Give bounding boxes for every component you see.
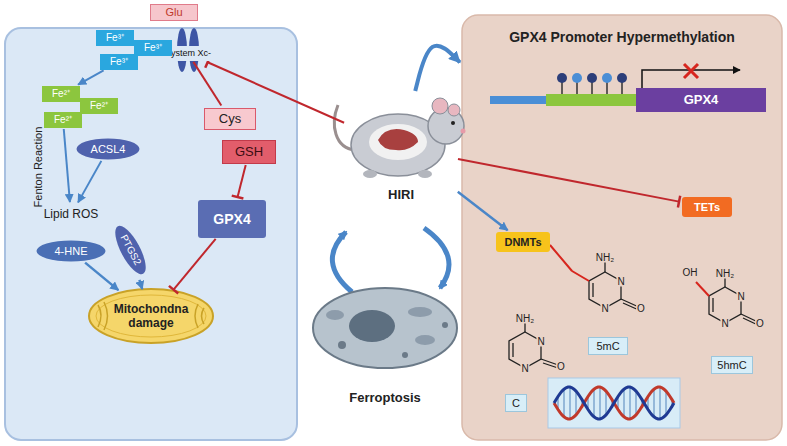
enzyme-box: DNMTs [496, 232, 550, 252]
base-box: 5hmC [711, 356, 753, 374]
panel-heading: GPX4 Promoter HypermethylationGPX4DNMTs T… [462, 15, 782, 440]
inhibition-line [458, 159, 679, 202]
node-text: GPX4 [213, 211, 250, 227]
base-box: C [505, 394, 527, 412]
cell-panel [5, 28, 297, 440]
node-text: Fe²⁺ [90, 100, 108, 112]
methylcytosine-structure [589, 257, 641, 311]
node-text: GPX4 [684, 93, 719, 108]
process-box: GSH [222, 140, 276, 164]
atom-label: O [636, 303, 646, 314]
atom-label: NH₂ [595, 252, 615, 263]
node-text: Cys [219, 112, 241, 127]
iron-box: Fe²⁺ [44, 112, 82, 128]
enzyme-ellipse: 4-HNE [36, 240, 106, 262]
mitochondrion-symbol [89, 289, 213, 343]
node-text: GSH [235, 145, 263, 160]
atom-label: OH [682, 267, 699, 278]
node-text: Glu [165, 6, 182, 19]
arrow-connector [458, 192, 508, 230]
inhibition-line [238, 165, 246, 197]
node-text: Fe³⁺ [110, 56, 128, 68]
node-text: Fe²⁺ [52, 88, 70, 100]
arrow-connector [78, 161, 101, 203]
atom-label: NH₂ [715, 268, 735, 279]
node-text: C [512, 397, 520, 410]
inhibition-line [174, 239, 216, 290]
arrow-connector [85, 263, 118, 290]
node-text: GPX4 Promoter Hypermethylation [509, 29, 735, 45]
node-text: Fe³⁺ [144, 42, 162, 54]
node-text: Mitochondna damage [97, 303, 205, 331]
cycle-arrow [332, 232, 352, 292]
mitochondria-label: Mitochondna damage [95, 292, 207, 342]
iron-box: Fe³⁺ [134, 40, 172, 56]
node-text: Lipid ROS [44, 208, 99, 222]
arrow-connector [78, 70, 103, 84]
atom-label: N [600, 303, 609, 314]
node-text: DNMTs [504, 236, 541, 249]
arrow-connector [415, 46, 460, 91]
arrow-connector [64, 129, 70, 202]
enzyme-ellipse: PTGS2 [108, 221, 151, 279]
cell-illustration [313, 288, 457, 368]
iron-box: Fe³⁺ [100, 54, 138, 70]
node-text: 5mC [596, 340, 619, 353]
atom-label: O [755, 318, 765, 329]
enzyme-box: GPX4 [198, 200, 266, 238]
node-text: 5hmC [717, 359, 746, 372]
model-label: HIRI [345, 92, 457, 204]
iron-box: Fe²⁺ [80, 98, 118, 114]
hydroxymethylcytosine-structure [709, 273, 760, 326]
node-text: HIRI [388, 188, 414, 203]
node-text: Fe²⁺ [54, 114, 72, 126]
iron-box: Fe²⁺ [42, 86, 80, 102]
edge-label: Fenton Reaction [32, 127, 44, 208]
substrate-box: Glu [150, 4, 198, 21]
node-text: 4-HNE [54, 245, 87, 258]
epigenetic-panel [462, 15, 782, 440]
node-text: TETs [694, 201, 720, 214]
mouse-illustration [334, 98, 465, 178]
dna-helix [554, 387, 674, 419]
enzyme-ellipse: ACSL4 [76, 138, 140, 160]
enzyme-box: TETs [682, 197, 732, 217]
node-text: Ferroptosis [349, 391, 421, 406]
methyl-group [550, 245, 589, 281]
iron-box: Fe³⁺ [96, 30, 134, 46]
cycle-arrow [424, 228, 449, 288]
atom-label: O [556, 361, 566, 372]
gene-box: GPX4 [636, 88, 766, 112]
atom-label: NH₂ [515, 313, 535, 324]
atom-label: N [720, 318, 729, 329]
base-box: 5mC [588, 337, 628, 355]
inhibition-line [193, 62, 221, 106]
cell-label: Ferroptosis [305, 282, 465, 407]
lipid-ros-label: Lipid ROS [38, 205, 104, 225]
atom-label: N [536, 336, 545, 347]
atom-label: N [736, 291, 745, 302]
atom-label: N [520, 363, 529, 374]
atom-label: N [616, 276, 625, 287]
hydroxymethyl-group [696, 282, 709, 296]
node-text: Fe³⁺ [106, 32, 124, 44]
node-text: ACSL4 [91, 143, 126, 156]
cytosine-structure [509, 318, 561, 369]
process-box: Cys [204, 108, 256, 130]
dna-box [548, 378, 680, 428]
arrow-connector [139, 280, 142, 289]
